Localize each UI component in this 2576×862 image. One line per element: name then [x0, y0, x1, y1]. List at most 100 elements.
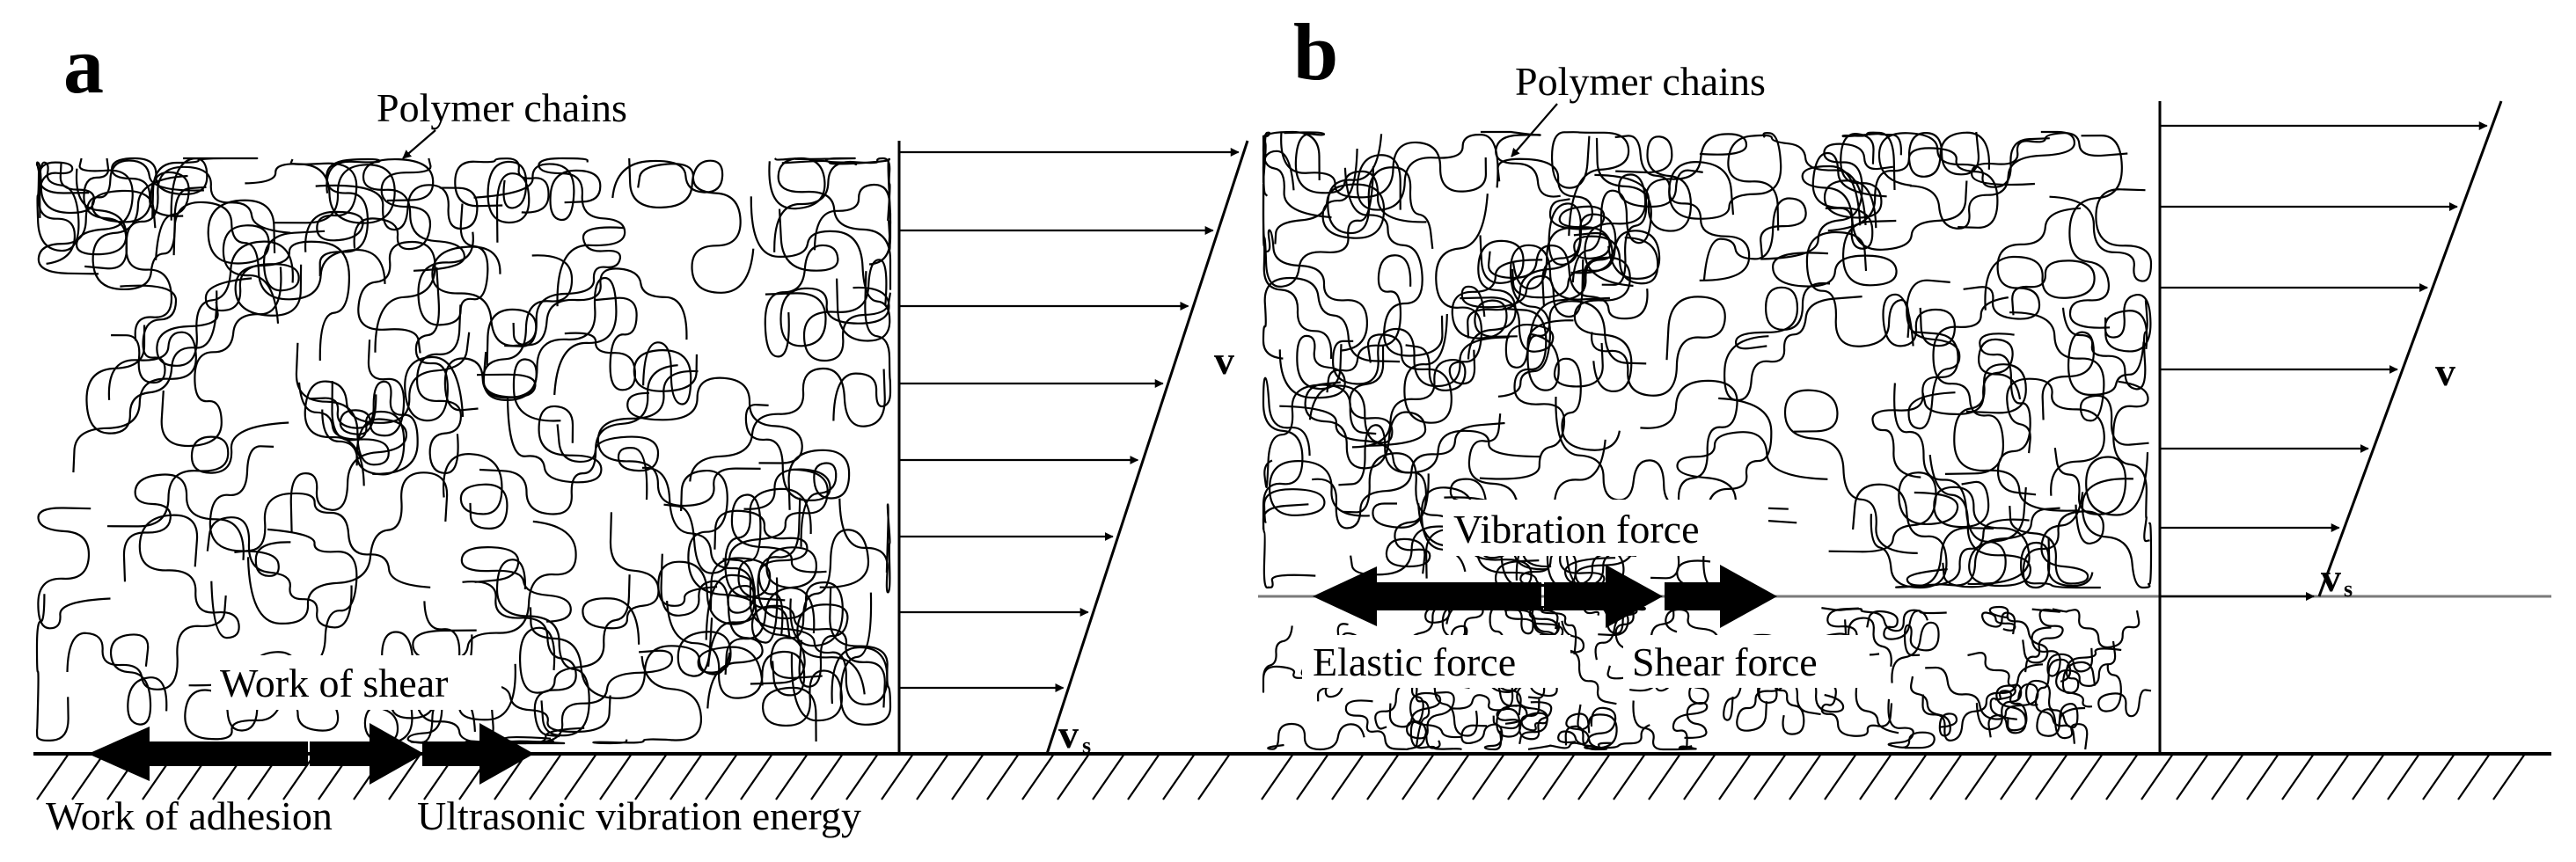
polymer-chain — [2053, 447, 2149, 516]
polymer-chain — [2031, 626, 2094, 677]
hatch-line — [1929, 753, 1963, 800]
polymer-chain — [506, 398, 603, 484]
hatch-line — [2422, 753, 2455, 800]
polymer-chain — [1262, 130, 1321, 191]
hatch-line — [247, 753, 281, 800]
polymer-chain — [1451, 676, 1558, 712]
polymer-chain — [416, 304, 463, 475]
polymer-chain — [1528, 213, 1617, 340]
panel-b-polymer-pointer — [1511, 103, 1558, 157]
polymer-chain — [611, 157, 724, 209]
polymer-chain — [1594, 135, 1693, 232]
panel-a-shear-label-bg — [211, 655, 501, 710]
polymer-chain — [1480, 130, 1561, 198]
hatch-line — [2492, 753, 2526, 800]
polymer-chain — [111, 157, 209, 217]
polymer-chain — [2052, 608, 2141, 649]
hatch-line — [2387, 753, 2420, 800]
hatch-line — [36, 753, 70, 800]
polymer-chain — [564, 296, 638, 391]
polymer-chain — [633, 341, 698, 405]
polymer-chain — [289, 418, 408, 533]
polymer-chain — [1526, 300, 1647, 391]
polymer-chain — [538, 157, 626, 307]
polymer-chain — [802, 259, 892, 362]
polymer-chain — [206, 516, 353, 629]
polymer-chain — [482, 276, 618, 401]
panel-b-shear-force-label: Shear force — [1632, 639, 1818, 684]
panel-b-surface-velocity-label: v s — [2321, 555, 2353, 602]
polymer-chain — [666, 601, 806, 699]
polymer-chain — [2112, 380, 2150, 543]
polymer-chain — [412, 520, 577, 662]
polymer-chain — [1262, 276, 1401, 363]
hatch-line — [845, 753, 879, 800]
hatch-line — [2316, 753, 2350, 800]
polymer-chain — [1967, 652, 2023, 731]
polymer-chain — [111, 284, 178, 384]
panel-a-substrate-hatching — [36, 753, 1231, 800]
polymer-chain — [1723, 296, 1862, 402]
hatch-line — [318, 753, 351, 800]
polymer-chain — [1479, 307, 1566, 480]
polymer-chain — [156, 240, 294, 367]
panel-a-ultrasonic-label: Ultrasonic vibration energy — [417, 793, 861, 838]
polymer-chain — [245, 163, 396, 224]
polymer-chain — [1284, 131, 1427, 223]
polymer-chain — [1550, 131, 1630, 237]
polymer-chain — [1775, 679, 1821, 735]
hatch-line — [142, 753, 175, 800]
polymer-chain — [122, 473, 245, 582]
polymer-chain — [1907, 131, 1991, 178]
polymer-chain — [1262, 376, 1311, 530]
hatch-line — [1542, 753, 1576, 800]
hatch-line — [106, 753, 140, 800]
polymer-chain — [443, 357, 561, 422]
polymer-chain — [592, 655, 702, 745]
panel-a-velocity-profile — [899, 148, 1240, 692]
polymer-chain — [1327, 134, 1434, 250]
polymer-chain — [1519, 701, 1553, 745]
hatch-line — [1057, 753, 1090, 800]
polymer-chain — [2024, 679, 2079, 729]
polymer-chain — [204, 230, 326, 312]
polymer-chain — [362, 157, 465, 272]
polymer-chain — [1280, 133, 1488, 199]
panel-a-work-of-shear-label: Work of shear — [220, 661, 448, 705]
polymer-chain — [2049, 188, 2153, 282]
polymer-chain — [1702, 197, 1807, 281]
polymer-chain — [1640, 379, 1738, 520]
polymer-chain — [677, 617, 764, 686]
hatch-line — [670, 753, 703, 800]
polymer-chain — [1584, 605, 1646, 635]
hatch-line — [2176, 753, 2209, 800]
polymer-chain — [1312, 421, 1505, 530]
polymer-chain — [1388, 691, 1463, 739]
polymer-chain — [2061, 300, 2148, 391]
hatch-line — [1648, 753, 1681, 800]
polymer-chain — [2009, 492, 2089, 585]
hatch-line — [1366, 753, 1400, 800]
hatch-line — [740, 753, 773, 800]
polymer-chain — [160, 267, 282, 448]
polymer-chain — [35, 161, 96, 215]
polymer-chain — [796, 603, 866, 695]
hatch-line — [1127, 753, 1160, 800]
panel-b-vibration-force-label: Vibration force — [1453, 507, 1700, 552]
hatch-line — [1753, 753, 1787, 800]
polymer-chain — [2097, 664, 2152, 718]
panel-a-polymer-chains-label: Polymer chains — [377, 85, 627, 130]
polymer-chain — [2019, 541, 2101, 589]
polymer-chain — [2024, 608, 2064, 673]
polymer-chain — [1267, 722, 1365, 751]
polymer-chain — [234, 492, 431, 588]
hatch-line — [810, 753, 844, 800]
polymer-chain — [1906, 279, 1961, 430]
polymer-chain — [339, 340, 406, 437]
polymer-chain — [770, 529, 870, 679]
polymer-chain — [1932, 296, 2009, 475]
polymer-chain — [495, 559, 590, 737]
hatch-line — [1507, 753, 1540, 800]
polymer-chain — [234, 240, 351, 362]
